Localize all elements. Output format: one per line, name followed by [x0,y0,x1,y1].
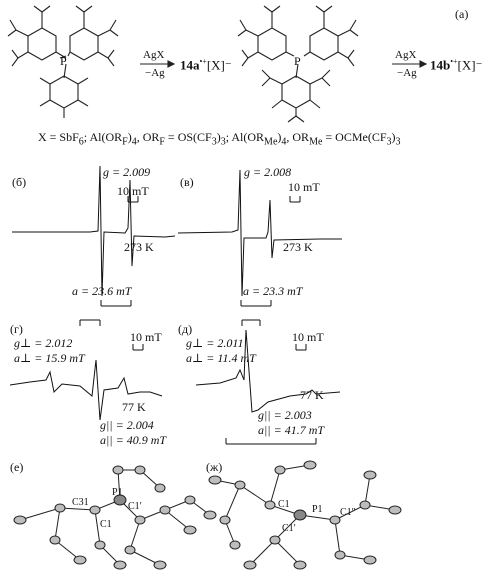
spectrum-d-gperp: g⊥ = 2.011 [186,336,244,350]
spectrum-b-temp: 273 K [124,240,154,254]
spectrum-d-apar: a|| = 41.7 mT [258,423,325,437]
structure-zh-atom-c1: C1 [278,499,290,510]
spectrum-g-label: (г) [10,322,23,336]
product2-suffix: [X]⁻ [457,57,483,73]
product1-radical-cation: •+ [199,57,207,66]
spectrum-g-gpar: g|| = 2.004 [100,418,154,432]
arrow2-reagent-top: AgX [395,49,417,61]
x-def-r: Me [309,136,323,148]
x-def-p: 4 [281,136,287,148]
x-def-k: ) [216,130,221,144]
spectrum-b-scale: 10 mT [117,184,149,198]
atom-p-right: P [294,54,301,68]
x-def-q: , OR [286,130,310,144]
x-def-o: ) [277,130,282,144]
x-def-c: ; Al(OR [83,130,123,144]
spectrum-v-scale: 10 mT [288,180,320,194]
spectrum-g-temp: 77 K [122,400,146,414]
spectrum-d-label: (д) [178,322,193,336]
x-def-m: ; Al(OR [225,130,265,144]
spectrum-g-gperp: g⊥ = 2.012 [14,336,73,350]
spectrum-g-aperp: a⊥ = 15.9 mT [14,351,85,365]
x-def-v: 3 [395,136,401,148]
x-def-d: F [122,136,128,148]
x-def-g: , OR [136,130,160,144]
x-def-t: 3 [386,136,392,148]
x-def-n: Me [264,136,278,148]
x-def-s: = OCMe(CF [322,130,387,144]
x-def-h: F [159,136,165,148]
spectrum-g-scale: 10 mT [130,330,162,344]
structure-e-atom-c1: C1 [100,519,112,530]
arrow1-reagent-bottom: −Ag [145,67,165,79]
arrow1-reagent-top: AgX [143,49,165,61]
product2-compound: 14b [430,57,451,73]
spectrum-d-trace [195,329,341,413]
structure-zh-atom-c1prime: C1′ [282,523,296,534]
structure-e-label: (е) [10,460,24,474]
spectrum-d-scale: 10 mT [292,330,324,344]
x-def-b: 6 [78,136,84,148]
spectrum-v-trace [177,169,342,297]
atom-p-left: P [60,54,67,68]
spectrum-v-label: (в) [180,175,194,189]
spectrum-v-a: a = 23.3 mT [243,284,303,298]
product1-compound: 14a [180,57,200,73]
arrow2-reagent-bottom: −Ag [397,67,417,79]
spectrum-b-g: g = 2.009 [103,165,151,179]
x-def-l: 3 [220,136,226,148]
reaction-scheme [7,5,428,123]
structure-e-atom-p1: P1 [112,487,123,498]
spectrum-b-label: (б) [12,175,27,189]
spectrum-b-trace [12,165,176,297]
structure-zh-drawing [208,460,402,570]
structure-zh-label: (ж) [206,460,223,474]
product2-radical-cation: •+ [450,57,458,66]
spectrum-v-g: g = 2.008 [244,165,292,179]
spectrum-g-trace [9,359,163,421]
product2-label: 14b•+[X]⁻ [430,57,482,73]
x-def-u: ) [391,130,396,144]
spectrum-d-temp: 77 K [300,388,324,402]
x-def-a: X = SbF [38,130,79,144]
x-definition: X = SbF6; Al(ORF)4, ORF = OS(CF3)3; Al(O… [38,130,401,147]
structure-e-drawing [13,465,217,570]
panel-label-a: (а) [455,7,469,21]
structure-zh-atom-c1dprime: C1″ [340,507,356,518]
structure-e-atom-c1prime: C1′ [128,501,142,512]
x-def-e: ) [127,130,132,144]
x-def-f: 4 [131,136,137,148]
structure-zh-atom-p1: P1 [312,504,323,515]
structure-e-atom-c31: C31 [72,497,89,508]
product1-suffix: [X]⁻ [206,57,232,73]
spectrum-d-gpar: g|| = 2.003 [258,408,312,422]
spectrum-d-aperp: a⊥ = 11.4 mT [186,351,256,365]
product1-label: 14a•+[X]⁻ [180,57,232,73]
x-def-j: 3 [211,136,217,148]
spectrum-v-temp: 273 K [283,240,313,254]
spectrum-b-a: a = 23.6 mT [72,284,132,298]
x-def-i: = OS(CF [164,130,212,144]
spectrum-g-apar: a|| = 40.9 mT [100,433,167,447]
